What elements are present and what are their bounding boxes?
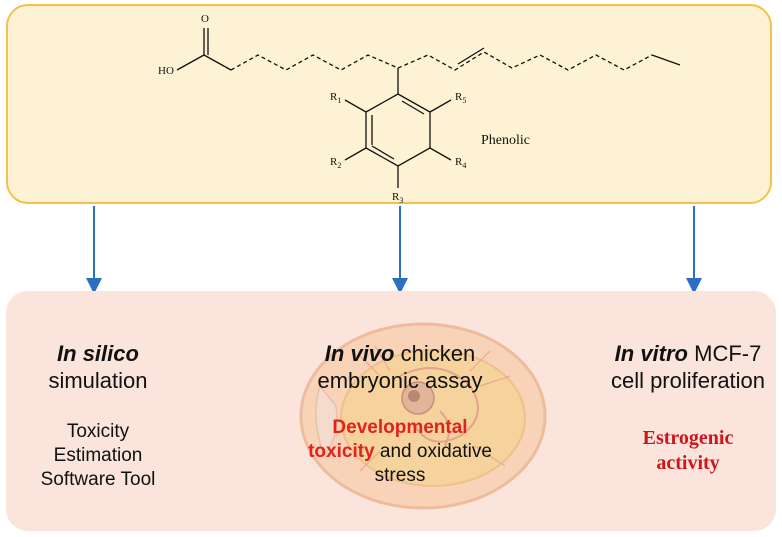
- phenolic-label: Phenolic: [481, 133, 530, 148]
- substituent-r5: R5: [455, 91, 466, 105]
- in-vivo-heading: In vivo chicken embryonic assay: [317, 341, 483, 393]
- carbonyl-oxygen-label: O: [201, 13, 209, 25]
- substituent-r3: R3: [392, 191, 403, 205]
- chicken-egg-embryo-illustration: [299, 322, 547, 510]
- acid-hydroxyl-label: HO: [158, 65, 174, 77]
- in-vitro-heading: In vitro MCF-7 cell proliferation: [610, 341, 766, 393]
- in-vivo-column: In vivo chicken embryonic assay Developm…: [300, 340, 500, 488]
- chemical-structure: HO O R1 R5 R2 R4 R3: [158, 13, 681, 205]
- in-vitro-details: Estrogenic activity: [642, 427, 734, 474]
- in-silico-details: Toxicity Estimation Software Tool: [40, 421, 156, 490]
- flow-arrows: [86, 206, 702, 294]
- compound-panel: [6, 4, 772, 204]
- substituent-r4: R4: [455, 156, 466, 170]
- substituent-r2: R2: [330, 156, 341, 170]
- in-vitro-column: In vitro MCF-7 cell proliferation Estrog…: [598, 340, 778, 476]
- in-vivo-details: Developmental toxicity and oxidative str…: [308, 417, 492, 486]
- in-silico-heading: In silico simulation: [48, 341, 148, 393]
- substituent-r1: R1: [330, 91, 341, 105]
- in-silico-column: In silico simulation Toxicity Estimation…: [18, 340, 178, 492]
